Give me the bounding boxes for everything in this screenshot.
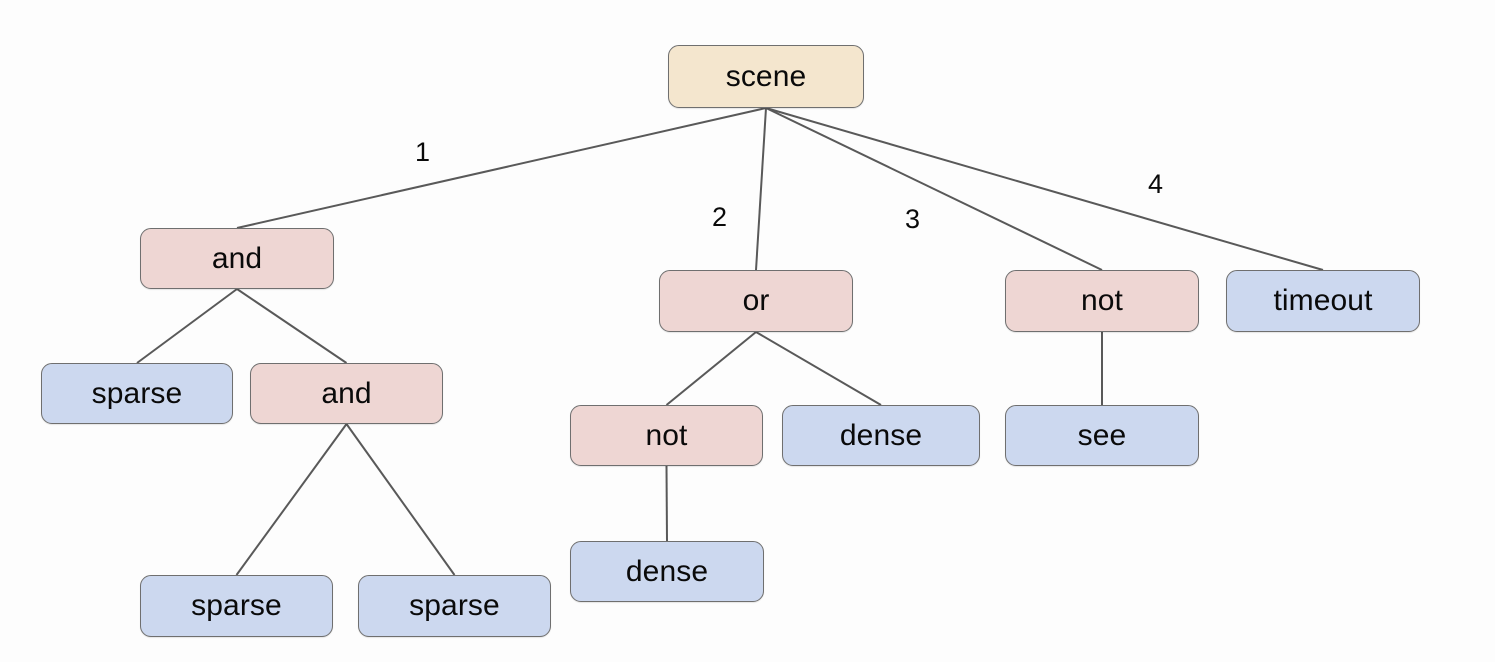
tree-node-sparse2[interactable]: sparse bbox=[140, 575, 333, 637]
tree-node-label: sparse bbox=[191, 589, 282, 622]
edge-label-2: 2 bbox=[712, 202, 728, 232]
tree-node-label: timeout bbox=[1273, 284, 1373, 317]
edge-label-3: 3 bbox=[905, 204, 921, 234]
tree-edge-scene-to-timeout1 bbox=[765, 107, 1324, 271]
tree-node-scene[interactable]: scene bbox=[668, 45, 864, 108]
tree-edge-and2-to-sparse3 bbox=[345, 423, 456, 576]
tree-edge-not1-to-dense2 bbox=[665, 465, 668, 542]
edge-label-1: 1 bbox=[415, 137, 431, 167]
tree-node-not2[interactable]: not bbox=[1005, 270, 1199, 332]
tree-node-or1[interactable]: or bbox=[659, 270, 853, 332]
tree-node-timeout1[interactable]: timeout bbox=[1226, 270, 1420, 332]
tree-node-label: not bbox=[1080, 284, 1123, 317]
tree-node-sparse1[interactable]: sparse bbox=[41, 363, 233, 424]
tree-edge-or1-to-dense1 bbox=[755, 331, 882, 406]
tree-edge-scene-to-not2 bbox=[765, 107, 1103, 271]
tree-node-label: scene bbox=[725, 59, 807, 93]
tree-node-see1[interactable]: see bbox=[1005, 405, 1199, 466]
tree-node-not1[interactable]: not bbox=[570, 405, 763, 466]
tree-node-label: not bbox=[645, 418, 688, 452]
tree-node-and1[interactable]: and bbox=[140, 228, 334, 289]
tree-edge-scene-to-or1 bbox=[755, 107, 767, 271]
tree-node-dense2[interactable]: dense bbox=[570, 541, 764, 602]
tree-edge-or1-to-not1 bbox=[665, 331, 757, 406]
tree-node-label: sparse bbox=[409, 589, 500, 622]
tree-node-label: dense bbox=[625, 554, 709, 588]
tree-edge-and1-to-and2 bbox=[236, 288, 348, 364]
tree-node-label: dense bbox=[839, 418, 923, 452]
tree-node-dense1[interactable]: dense bbox=[782, 405, 980, 466]
tree-node-label: sparse bbox=[91, 376, 183, 410]
tree-node-label: and bbox=[321, 376, 372, 410]
tree-node-and2[interactable]: and bbox=[250, 363, 443, 424]
tree-edge-scene-to-and1 bbox=[236, 107, 767, 229]
tree-node-label: see bbox=[1077, 418, 1127, 452]
tree-edge-and1-to-sparse1 bbox=[136, 288, 238, 364]
tree-node-label: or bbox=[742, 284, 770, 317]
tree-edge-and2-to-sparse2 bbox=[235, 423, 348, 576]
edge-label-4: 4 bbox=[1148, 169, 1164, 199]
tree-node-sparse3[interactable]: sparse bbox=[358, 575, 551, 637]
tree-node-label: and bbox=[211, 241, 263, 275]
